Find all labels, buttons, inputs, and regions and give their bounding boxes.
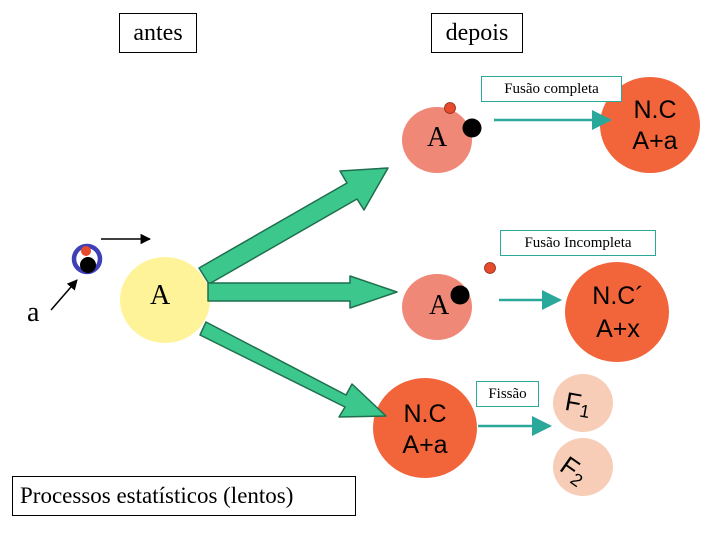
projectile-direction-arrow [50,279,78,311]
fission-label: Fissão [488,385,527,402]
absorbed-particle-top [462,118,482,138]
top-target-label: A [427,122,448,153]
green-arrow-up [198,167,389,285]
compound-fission-line2: A+a [402,431,448,459]
mid-target-label: A [429,290,450,321]
compound-top-text: N.C A+a [619,95,691,157]
caption-box: Processos estatísticos (lentos) [12,476,356,516]
before-label-box: antes [119,13,197,53]
compound-mid-text: N.C´ A+x [580,280,656,346]
incomplete-fusion-label-box: Fusão Incompleta [500,230,656,256]
green-arrow-right [207,275,398,309]
green-arrow-down [199,321,387,418]
compound-nucleus-top [600,77,700,173]
compound-nucleus-mid [565,262,669,362]
ejected-particle-top [444,102,456,114]
compound-fission-text: N.C A+a [388,399,462,461]
after-label: depois [445,19,509,46]
before-label: antes [133,19,183,46]
caption-text: Processos estatísticos (lentos) [20,483,294,508]
compound-mid-line2: A+x [596,315,640,343]
compound-top-line1: N.C [633,96,677,124]
absorbed-particle-mid [450,285,470,305]
fission-label-box: Fissão [476,381,539,407]
compound-nucleus-fission [373,378,477,478]
fragment-1 [553,374,613,432]
incomplete-fusion-label: Fusão Incompleta [524,234,632,251]
compound-fission-line1: N.C [403,400,447,428]
ejected-particle-mid [484,262,496,274]
fragment-2 [553,438,613,496]
compound-mid-line1: N.C´ [592,282,644,310]
target-nucleus-center [120,257,210,343]
target-center-label: A [150,280,171,311]
target-nucleus-top [402,107,472,173]
complete-fusion-label-box: Fusão completa [481,76,622,102]
projectile-composite [71,243,103,275]
projectile-label: a [27,297,40,328]
complete-fusion-label: Fusão completa [504,80,599,97]
after-label-box: depois [431,13,523,53]
compound-top-line2: A+a [632,127,678,155]
